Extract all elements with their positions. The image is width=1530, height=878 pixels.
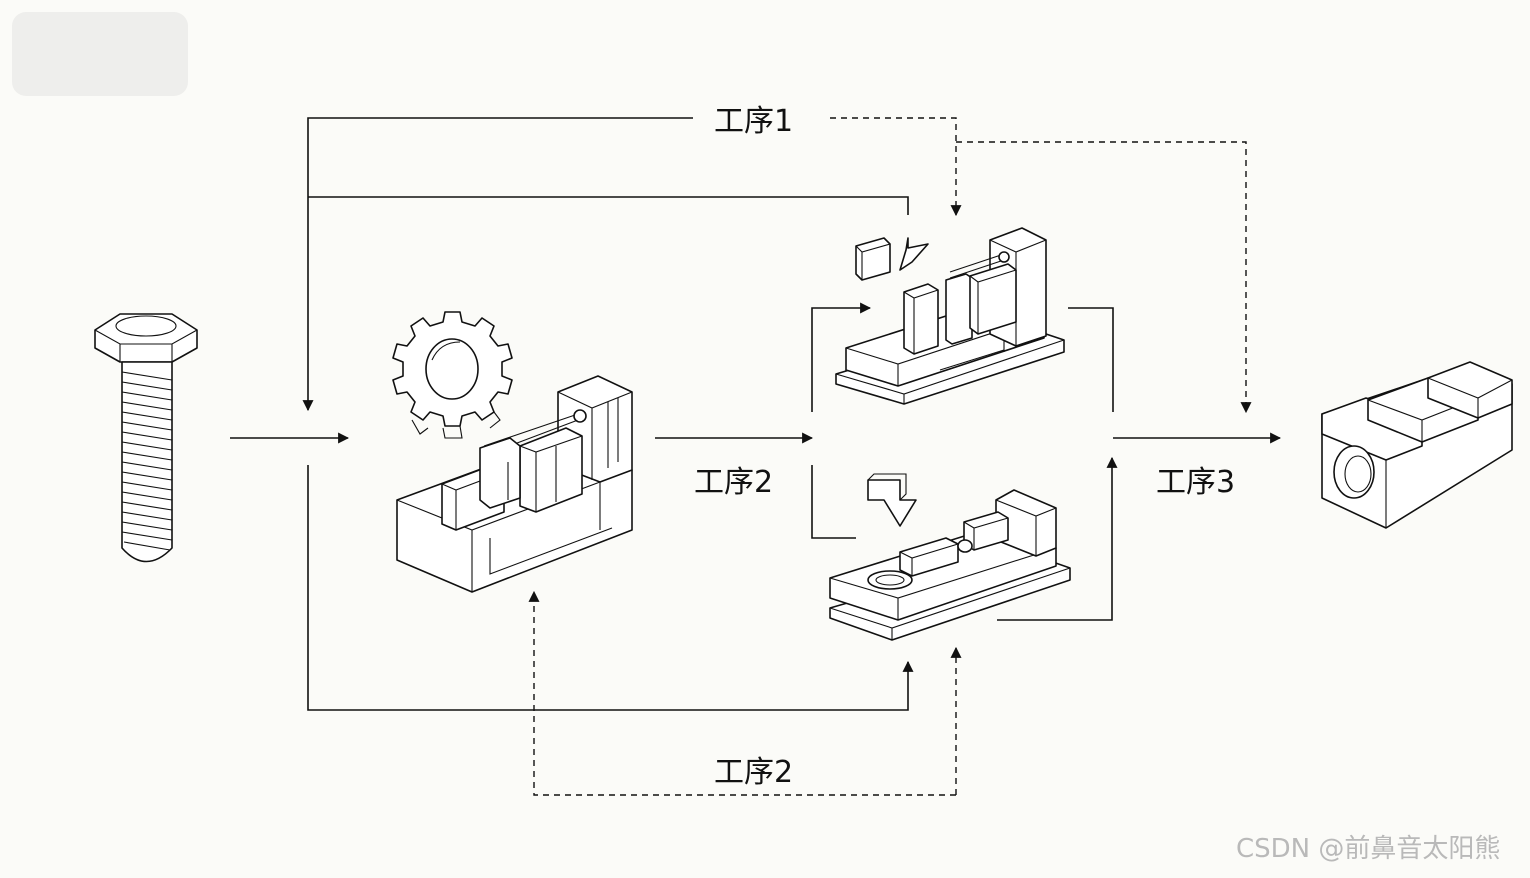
arrow-process1-to-fixture [302, 117, 693, 412]
dashed-arrow-process1 [830, 117, 962, 217]
label-process1-top: 工序1 [714, 104, 793, 139]
bolt-icon [94, 313, 198, 563]
flow-lines [230, 117, 1282, 711]
clamp-fixture-bottom-icon [829, 473, 1071, 641]
dashed-arrow-to-final [956, 141, 1252, 414]
label-process2-middle: 工序2 [694, 465, 773, 500]
label-process3: 工序3 [1156, 465, 1235, 500]
blurred-logo [12, 12, 188, 96]
line-top-clamp-out [1068, 307, 1114, 412]
gear-icon [392, 311, 513, 439]
label-process2-bottom: 工序2 [714, 755, 793, 790]
dashed-arrow-to-fixture [528, 590, 956, 796]
dashed-flow-lines [528, 117, 1252, 796]
arrow-bottom-clamp-out [997, 456, 1118, 621]
clamp-fixture-top-icon [835, 227, 1065, 405]
arrow-bottom-loop [307, 465, 914, 711]
line-to-bottom-clamp [811, 465, 856, 539]
watermark: CSDN @前鼻音太阳熊 [1236, 834, 1500, 864]
line-to-top-clamp [308, 196, 909, 215]
block-part-icon [1321, 361, 1513, 529]
fixture-icon [396, 375, 633, 593]
arrow-to-top-clamp [811, 302, 872, 412]
